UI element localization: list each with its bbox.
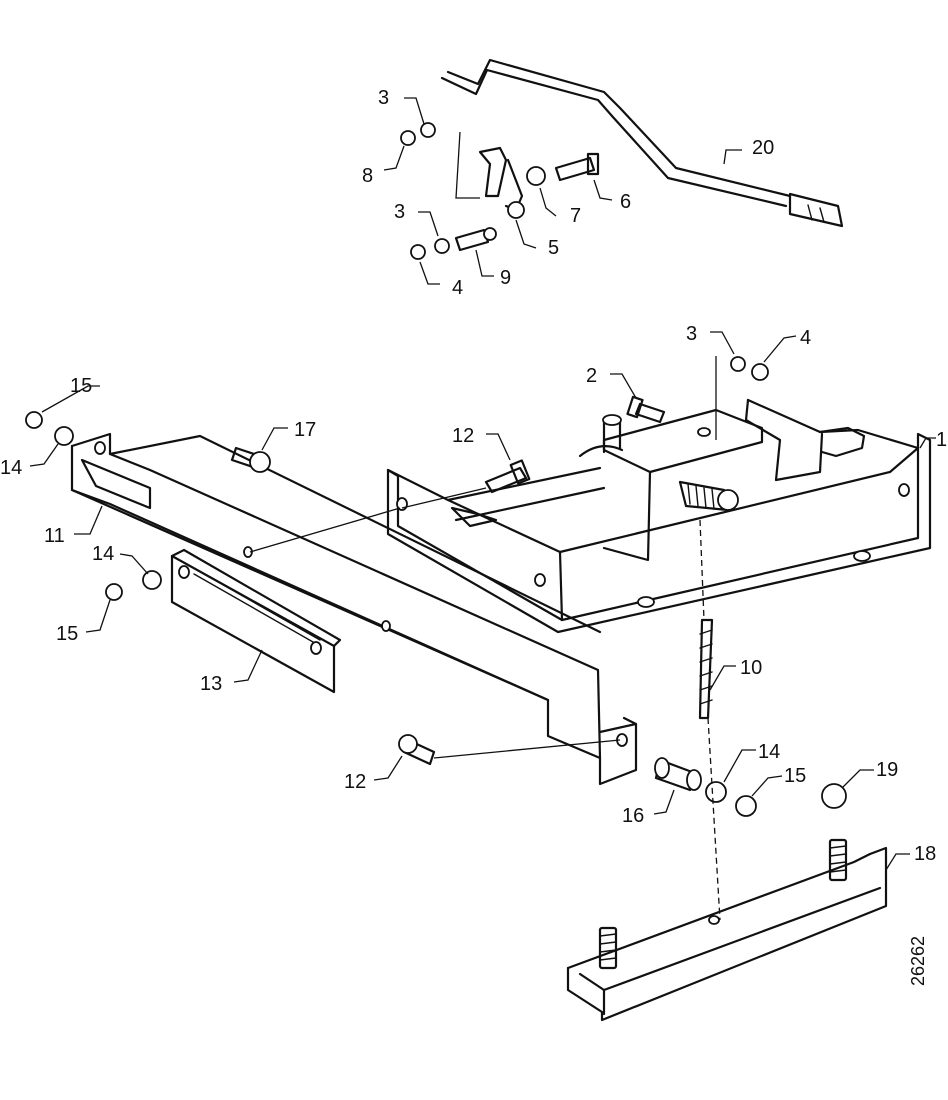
part-13-plate	[170, 548, 342, 694]
part-4-nut-bracket	[751, 363, 769, 381]
part-9-pin	[454, 227, 497, 252]
callout-19: 19	[876, 759, 898, 781]
part-18-base-channel	[566, 846, 888, 1022]
callout-12: 12	[344, 771, 366, 793]
figure-reference-number: 26262	[908, 936, 928, 986]
part-18-stud-right	[828, 838, 848, 882]
callout-12: 12	[452, 425, 474, 447]
callout-10: 10	[740, 657, 762, 679]
part-20-handle-rod	[440, 58, 844, 228]
part-19-nut	[821, 783, 847, 809]
part-1-main-bracket	[386, 398, 932, 634]
part-11-cross-member	[70, 432, 638, 786]
callout-3: 3	[686, 323, 697, 345]
callout-14: 14	[92, 543, 114, 565]
callout-14: 14	[0, 457, 22, 479]
part-5-latch-hook	[455, 131, 525, 219]
part-18-stud-left	[598, 926, 618, 970]
part-17-bolt	[230, 446, 271, 473]
part-7-washer	[526, 166, 546, 186]
bracket-stud	[678, 480, 739, 512]
part-3-washer-bracket	[730, 356, 746, 372]
callout-11: 11	[44, 525, 65, 547]
part-14-washer-upper-left	[54, 426, 74, 446]
part-14-washer-mid-left	[142, 570, 162, 590]
part-6-bolt	[554, 152, 600, 182]
callout-3: 3	[378, 87, 389, 109]
callout-1: 1	[936, 429, 947, 451]
callout-2: 2	[586, 365, 597, 387]
connector-line-upper	[249, 507, 401, 553]
part-15-nut-right	[735, 795, 757, 817]
callout-9: 9	[500, 267, 511, 289]
callout-14: 14	[758, 741, 780, 763]
callout-4: 4	[800, 327, 811, 349]
callout-13: 13	[200, 673, 222, 695]
callout-7: 7	[570, 205, 581, 227]
part-3-washer-upper	[420, 122, 436, 138]
part-15-nut-upper-left	[25, 411, 43, 429]
callout-16: 16	[622, 805, 644, 827]
part-16-spacer	[654, 757, 702, 792]
callout-8: 8	[362, 165, 373, 187]
callout-labels: 20 3 8 7 6 3 5 4 9 3 4 2 1 15 14 12 17 1…	[0, 87, 947, 865]
part-14-washer-right	[705, 781, 727, 803]
callout-leaders	[29, 97, 936, 871]
callout-5: 5	[548, 237, 559, 259]
part-15-nut-mid-left	[105, 583, 123, 601]
callout-15: 15	[784, 765, 806, 787]
callout-17: 17	[294, 419, 316, 441]
part-8-nut	[400, 130, 416, 146]
callout-15: 15	[56, 623, 78, 645]
callout-6: 6	[620, 191, 631, 213]
callout-20: 20	[752, 137, 774, 159]
part-12-bolt-upper	[401, 459, 531, 509]
callout-18: 18	[914, 843, 936, 865]
callout-4: 4	[452, 277, 463, 299]
part-10-threaded-rod	[698, 519, 721, 921]
callout-3: 3	[394, 201, 405, 223]
callout-15: 15	[70, 375, 92, 397]
part-2-bolt	[626, 395, 666, 424]
part-12-bolt-lower	[398, 734, 621, 766]
part-3-washer-mid	[434, 238, 450, 254]
part-4-nut-mid	[410, 244, 426, 260]
